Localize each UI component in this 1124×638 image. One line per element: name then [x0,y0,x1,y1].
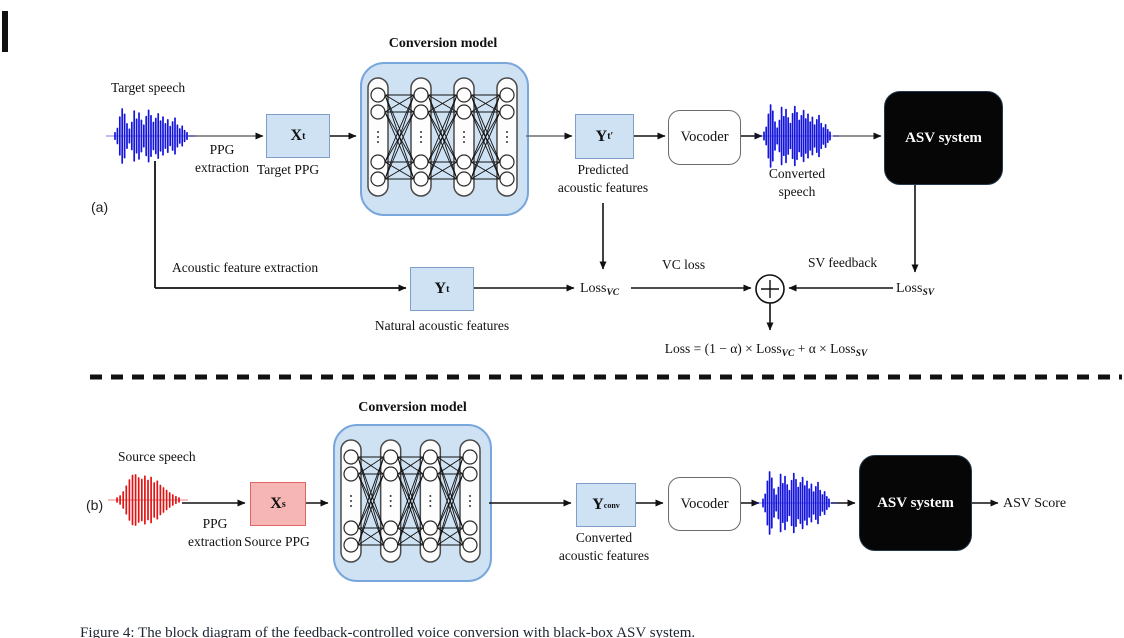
ppg-extraction-label-a: PPG extraction [195,142,249,175]
panel-label-b: (b) [86,497,104,513]
source-ppg-label: Source PPG [244,534,310,549]
natural-box-base: Y [434,280,447,297]
panel-label-a: (a) [91,199,109,215]
target-speech-waveform-icon [106,108,196,164]
source-ppg-box-base: X [270,495,282,512]
sum-node-icon [755,274,785,304]
converted-box-base: Y [592,496,604,513]
converted-features-label: Converted acoustic features [558,530,650,563]
formula-p2: + α × Loss [794,341,856,356]
loss-vc-base: Loss [580,281,607,296]
vocoder-box-a: Vocoder [668,110,741,165]
asv-system-box-b: ASV system [859,455,972,551]
loss-sv-sub: SV [922,288,935,298]
loss-vc-sub: VC [606,288,620,298]
loss-vc-text: LossVC [580,280,619,299]
vc-loss-label: VC loss [662,257,706,272]
loss-sv-base: Loss [896,281,923,296]
formula-s2: SV [855,349,868,359]
converted-speech-label: Converted speech [768,166,826,199]
edge-artifact [2,11,8,52]
acoustic-feature-extraction-label: Acoustic feature extraction [172,260,319,275]
loss-sv-text: LossSV [896,280,934,299]
source-ppg-box-sup: s [281,498,286,510]
formula-s1: VC [781,349,795,359]
target-ppg-box-base: X [290,127,303,144]
natural-features-label: Natural acoustic features [374,318,510,333]
vocoder-box-b: Vocoder [668,477,741,531]
ppg-extraction-label-b: PPG extraction [188,516,242,549]
target-ppg-box-sup: t [302,130,306,142]
conversion-model-container-a [360,62,529,216]
conversion-model-title-a: Conversion model [388,36,498,51]
target-ppg-label: Target PPG [256,162,320,177]
asv-system-box-a: ASV system [884,91,1003,185]
target-speech-label: Target speech [111,80,186,95]
predicted-box-base: Y [595,127,608,145]
predicted-features-label: Predicted acoustic features [557,162,649,195]
figure-caption: Figure 4: The block diagram of the feedb… [80,625,696,638]
conversion-model-title-b: Conversion model [358,400,467,415]
converted-box-sup: conv [603,500,620,510]
source-speech-label: Source speech [118,449,196,464]
conversion-model-container-b [333,424,492,582]
converted-speech-waveform-icon-b [754,471,838,535]
formula-p1: Loss = (1 − α) × Loss [664,341,782,356]
source-speech-waveform-icon [108,474,188,526]
sv-feedback-label: SV feedback [808,255,878,270]
natural-box-sup: t [446,283,450,295]
loss-formula: Loss = (1 − α) × LossVC + α × LossSV [636,340,896,360]
predicted-box-sup: t′ [607,131,614,142]
asv-score-label: ASV Score [1003,496,1067,511]
converted-speech-waveform-icon-a [755,104,839,168]
